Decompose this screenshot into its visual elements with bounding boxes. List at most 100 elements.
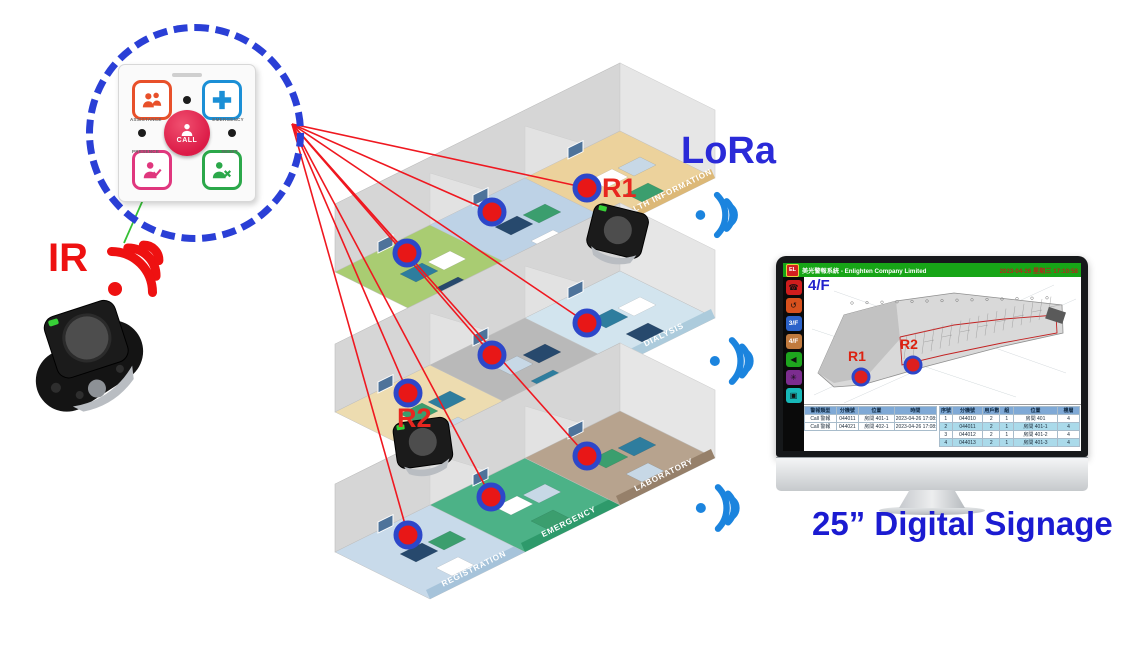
reset-button[interactable] [202,150,242,190]
room-floor [429,317,621,413]
room-floor [524,270,716,366]
assistance-button[interactable] [132,80,172,120]
divider-wall [429,312,490,366]
presence-person-check-icon [143,162,162,179]
furniture [522,203,562,224]
call-point[interactable] [477,197,507,227]
furniture [617,436,657,457]
table-header: 序號 [938,406,953,415]
furniture [494,355,534,376]
sidebar-button-pattern[interactable]: ✳ [785,370,802,385]
ir-sensor-dot [228,129,236,137]
signage-datetime: 2023-04-26 星期三 17:10:58 [999,267,1078,275]
assistance-label: ASSISTANCE [130,117,162,122]
call-point[interactable] [476,482,506,512]
room-edge-band [426,263,525,319]
call-button[interactable]: CALL [164,110,210,156]
monitor-stand-neck [899,490,965,508]
table-cell: Call 警報 [804,422,837,431]
wall-art [472,466,489,487]
furniture [522,483,562,504]
table-cell: 1 [999,438,1015,447]
room-edge-band [426,403,525,459]
table-cell: 044011 [951,422,984,431]
call-link-line [291,123,409,394]
wearable-pager [392,416,454,477]
call-point[interactable] [393,520,423,550]
call-link-line [291,123,588,457]
call-point[interactable] [572,441,602,471]
table-cell: 2 [982,422,1001,431]
table-cell: 2 [982,430,1001,439]
room-edge-band [521,496,620,552]
room-floor [429,457,621,553]
wall-art [567,279,584,300]
assistance-people-icon [142,92,162,108]
furniture [494,215,534,236]
divider-wall [429,172,490,226]
table-header: 分機號 [835,406,860,415]
plan-call-marker[interactable] [851,367,871,387]
emergency-button[interactable] [202,80,242,120]
room-label: GENERAL INPATIENT [523,216,615,267]
call-point[interactable] [393,378,423,408]
sidebar-button-history[interactable]: ↺ [785,298,802,313]
emergency-cross-icon [212,90,232,110]
call-link-line [291,123,492,498]
monitor-stand-base [879,506,985,515]
table-header: 時間 [893,406,937,415]
sidebar-button-floor-4[interactable]: 4/F [785,334,802,349]
wall-art [472,186,489,207]
sidebar-button-audio[interactable]: ◀ [785,352,802,367]
furniture [399,542,439,563]
call-person-icon [181,123,193,136]
table-cell: 044011 [835,414,860,423]
table-cell: 房間 401-1 [1013,422,1058,431]
furniture [427,390,467,411]
table-cell: 1 [938,414,953,423]
divider-wall [524,265,585,319]
plan-detail-block [1045,306,1066,324]
sidebar-button-alarm[interactable]: ☎ [785,280,802,295]
call-point[interactable] [572,173,602,203]
room-floor [334,504,526,600]
call-point[interactable] [477,340,507,370]
panel-led-slot [172,73,202,77]
sidebar-button-snapshot[interactable]: ▣ [785,388,802,403]
reset-person-x-icon [212,162,232,179]
furniture [435,276,475,297]
furniture [530,229,570,250]
ir-sensor-dot [138,129,146,137]
table-cell: 1 [999,414,1015,423]
table-header: 樓層 [1056,406,1081,415]
ir-signal-icon [106,240,164,298]
sidebar-button-floor-3[interactable]: 3/F [785,316,802,331]
plan-call-marker[interactable] [903,355,923,375]
call-link-line [291,123,408,254]
signage-caption: 25” Digital Signage [812,505,1113,542]
signage-title: 美光警報系統 - Enlighten Company Limited [802,267,927,275]
call-link-line [291,123,493,356]
call-point[interactable] [392,238,422,268]
table-header: 組 [999,406,1015,415]
table-cell: 2 [982,438,1001,447]
back-wall [334,342,621,553]
table-cell: 2 [982,414,1001,423]
furniture [589,448,629,469]
room-label: BEHAVIORAL HEALTH [426,262,521,315]
call-point[interactable] [572,308,602,338]
table-cell: 4 [1056,438,1081,447]
presence-button[interactable] [132,150,172,190]
room-edge-band [616,449,715,505]
